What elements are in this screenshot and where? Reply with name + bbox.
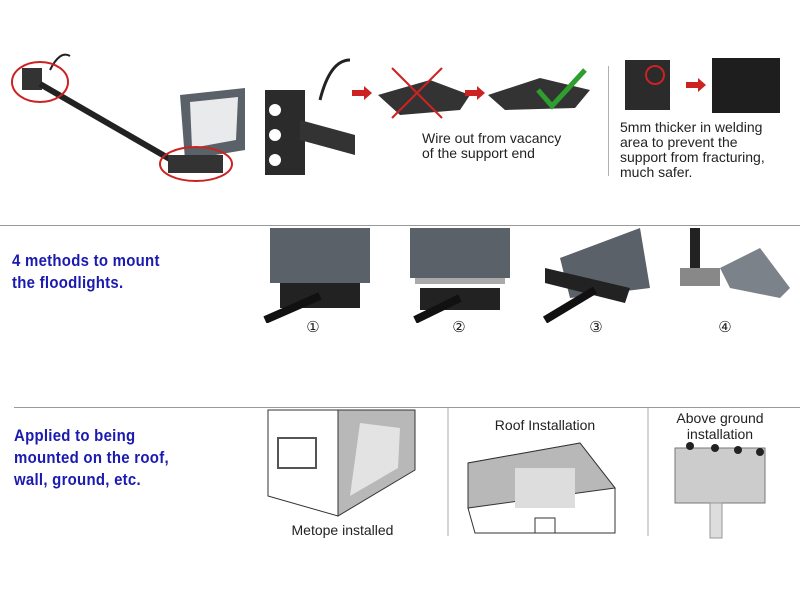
wall-installation-image [267, 409, 416, 517]
method-3-image [542, 228, 650, 323]
welding-caption: 5mm thicker in welding area to prevent t… [620, 119, 765, 180]
method-number: ① [306, 319, 320, 336]
roof-installation-image [467, 442, 616, 534]
wire-caption: Wire out from vacancy of the support end [422, 130, 562, 161]
roof-label: Roof Installation [494, 417, 596, 433]
welding-area-image [625, 58, 780, 113]
method-2-image [410, 228, 510, 323]
application-images [267, 408, 766, 539]
bracket-illustrations [11, 53, 780, 182]
method-4-image [680, 228, 790, 298]
arrow-icon [352, 86, 372, 100]
applications-heading: Applied to being mounted on the roof, wa… [14, 426, 169, 489]
section-divider [14, 407, 800, 408]
bracket-closeup-image [265, 58, 355, 175]
section-divider [0, 225, 800, 226]
mount-methods-heading: 4 methods to mount the floodlights. [12, 251, 160, 292]
method-number: ④ [718, 319, 732, 336]
ground-label: Above ground installation [676, 410, 764, 442]
method-number: ③ [589, 319, 603, 336]
method-1-image [263, 228, 370, 323]
method-number: ② [452, 319, 466, 336]
floodlight-on-arm-image [11, 53, 245, 182]
billboard-installation-image [674, 442, 766, 539]
divider [608, 66, 609, 176]
arrow-icon [686, 78, 706, 92]
correct-bracket-image [488, 68, 590, 110]
arrow-icon [465, 86, 485, 100]
wall-label: Metope installed [291, 522, 394, 538]
mount-methods-images [263, 228, 790, 323]
wrong-bracket-image [378, 67, 470, 119]
